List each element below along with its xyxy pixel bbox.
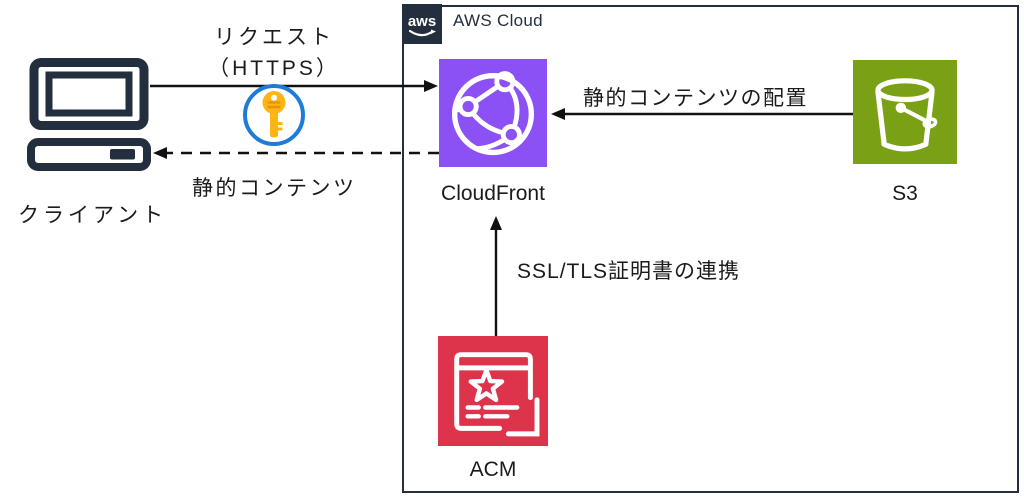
client-drive-slot (110, 149, 135, 160)
cloudfront-globe (451, 71, 535, 156)
response-arrow (153, 147, 439, 159)
s3-icon (853, 60, 957, 164)
request-label-line1: リクエスト (214, 26, 334, 49)
aws-cloud-boundary (402, 5, 1019, 493)
acm-to-cloudfront-label: SSL/TLS証明書の連携 (517, 260, 741, 283)
aws-smile-arrow-tip (431, 29, 436, 34)
aws-logo-background (402, 4, 442, 44)
client-computer-icon (27, 58, 151, 171)
acm-label: ACM (469, 458, 517, 481)
https-key-badge (243, 84, 305, 146)
acm-star (468, 367, 505, 403)
aws-smile-icon (408, 29, 434, 37)
client-base-unit (27, 138, 151, 171)
s3-bucket (875, 78, 938, 152)
key-stripe (267, 105, 281, 109)
request-label: リクエスト （HTTPS） (188, 22, 360, 84)
cloudfront-label: CloudFront (441, 182, 545, 205)
aws-logo: aws (402, 4, 442, 44)
aws-logo-text: aws (408, 13, 436, 30)
key-stripe (267, 101, 281, 104)
response-label: 静的コンテンツ (192, 177, 357, 200)
request-label-line2: （HTTPS） (208, 57, 340, 80)
acm-icon (438, 336, 548, 446)
s3-label: S3 (892, 182, 918, 205)
key-stem (270, 112, 283, 138)
s3-to-cloudfront-label: 静的コンテンツの配置 (583, 87, 808, 110)
cloudfront-icon (439, 59, 547, 167)
key-hole (271, 94, 277, 101)
client-screen (45, 71, 133, 117)
client-label: クライアント (18, 204, 168, 227)
key-icon (262, 91, 286, 138)
acm-certificate (454, 352, 540, 437)
aws-cloud-label: AWS Cloud (453, 11, 543, 30)
